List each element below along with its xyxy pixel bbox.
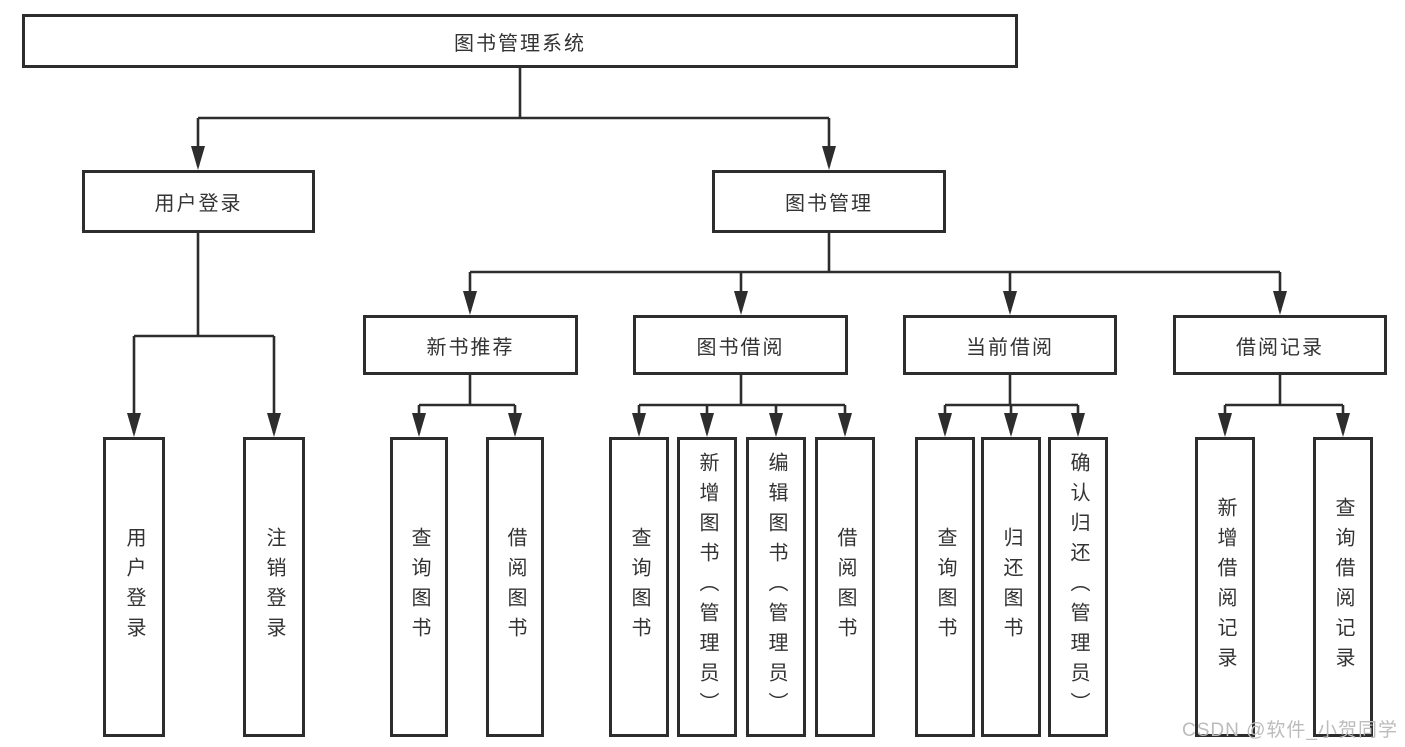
leaf-label-query-books-2: 查询图书 bbox=[628, 527, 650, 647]
leaf-box-edit-books-admin: 编辑图书（管理员） bbox=[746, 437, 806, 737]
connector-new-book-recommend-to-leaves bbox=[412, 375, 522, 437]
leaf-label-query-books-3: 查询图书 bbox=[934, 527, 956, 647]
leaf-label-add-books-admin: 新增图书（管理员） bbox=[696, 452, 718, 722]
leaf-box-query-books-2: 查询图书 bbox=[609, 437, 669, 737]
leaf-label-edit-books-admin: 编辑图书（管理员） bbox=[765, 452, 787, 722]
node-box-book-management: 图书管理 bbox=[712, 170, 946, 233]
node-label-book-management: 图书管理 bbox=[785, 193, 873, 215]
leaf-label-user-login: 用户登录 bbox=[123, 527, 145, 647]
leaf-label-borrow-books-2: 借阅图书 bbox=[834, 527, 856, 647]
leaf-label-confirm-return-admin: 确认归还（管理员） bbox=[1067, 452, 1089, 722]
node-box-book-borrow: 图书借阅 bbox=[633, 315, 848, 375]
connector-book-management-to-level3 bbox=[463, 233, 1287, 315]
csdn-watermark: CSDN @软件_小贺同学 bbox=[1182, 720, 1398, 741]
node-label-borrow-records: 借阅记录 bbox=[1236, 336, 1324, 359]
leaf-box-add-books-admin: 新增图书（管理员） bbox=[677, 437, 737, 737]
leaf-box-borrow-books-1: 借阅图书 bbox=[486, 437, 544, 737]
leaf-label-query-books-1: 查询图书 bbox=[408, 527, 430, 647]
connector-user-login-to-leaves bbox=[127, 233, 281, 437]
node-label-new-book-recommend: 新书推荐 bbox=[426, 336, 515, 359]
node-box-library-system: 图书管理系统 bbox=[22, 14, 1018, 68]
node-label-current-borrow: 当前借阅 bbox=[966, 336, 1054, 359]
leaf-box-query-books-1: 查询图书 bbox=[390, 437, 448, 737]
leaf-label-add-borrow-record: 新增借阅记录 bbox=[1214, 497, 1236, 677]
leaf-label-query-borrow-record: 查询借阅记录 bbox=[1332, 497, 1354, 677]
node-label-user-login: 用户登录 bbox=[154, 193, 243, 215]
leaf-label-return-books: 归还图书 bbox=[1000, 527, 1022, 647]
node-box-borrow-records: 借阅记录 bbox=[1173, 315, 1387, 375]
node-box-new-book-recommend: 新书推荐 bbox=[363, 315, 578, 375]
node-label-library-system: 图书管理系统 bbox=[454, 32, 586, 55]
leaf-label-borrow-books-1: 借阅图书 bbox=[504, 527, 526, 647]
connector-root-to-level2 bbox=[191, 68, 836, 170]
leaf-box-query-books-3: 查询图书 bbox=[915, 437, 975, 737]
leaf-label-logout: 注销登录 bbox=[263, 527, 285, 647]
node-label-book-borrow: 图书借阅 bbox=[696, 336, 785, 359]
leaf-box-return-books: 归还图书 bbox=[981, 437, 1041, 737]
leaf-box-user-login: 用户登录 bbox=[103, 437, 165, 737]
node-box-current-borrow: 当前借阅 bbox=[903, 315, 1117, 375]
leaf-box-add-borrow-record: 新增借阅记录 bbox=[1195, 437, 1255, 737]
connector-book-borrow-to-leaves bbox=[632, 375, 852, 437]
leaf-box-confirm-return-admin: 确认归还（管理员） bbox=[1048, 437, 1108, 737]
leaf-box-logout: 注销登录 bbox=[243, 437, 305, 737]
connector-borrow-records-to-leaves bbox=[1218, 375, 1350, 437]
leaf-box-borrow-books-2: 借阅图书 bbox=[815, 437, 875, 737]
connector-current-borrow-to-leaves bbox=[938, 375, 1085, 437]
leaf-box-query-borrow-record: 查询借阅记录 bbox=[1313, 437, 1373, 737]
node-box-user-login: 用户登录 bbox=[82, 170, 315, 233]
